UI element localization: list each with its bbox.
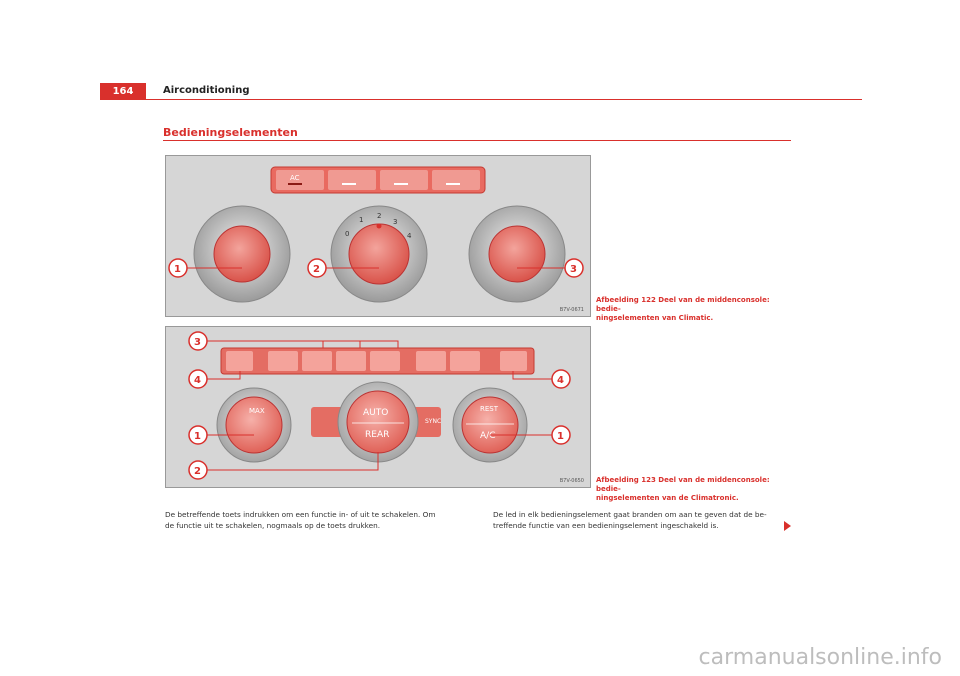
callout-3: [564, 258, 584, 278]
front-defrost-button: [380, 170, 428, 190]
continue-arrow-icon: [784, 521, 791, 531]
svg-text:3: 3: [570, 264, 577, 275]
recirculation-button: [432, 170, 480, 190]
callout-4-left: [188, 369, 208, 389]
body-paragraph-1: De betreffende toets indrukken om een fu…: [165, 510, 436, 530]
callout-4-right: [551, 369, 571, 389]
section-divider: [163, 140, 791, 141]
rear-defrost-button: [328, 170, 376, 190]
svg-text:4: 4: [194, 375, 201, 386]
body-paragraph-2: De led in elk bedieningselement gaat bra…: [493, 510, 767, 530]
svg-text:0: 0: [345, 230, 349, 238]
callout-1-right: [551, 425, 571, 445]
callout-2: [188, 460, 208, 480]
svg-text:3: 3: [194, 337, 201, 348]
svg-text:2: 2: [313, 264, 320, 275]
climatic-panel-illustration: AC 0 1 2 3 4 1 2 3: [168, 166, 584, 303]
figure-climatic: AC 0 1 2 3 4 1 2 3 B7V-0671: [165, 155, 591, 317]
svg-text:SYNC: SYNC: [425, 418, 441, 425]
svg-text:A/C: A/C: [480, 431, 495, 441]
ac-button: [276, 170, 324, 190]
svg-text:3: 3: [393, 218, 397, 226]
svg-text:2: 2: [377, 212, 381, 220]
svg-text:REAR: REAR: [365, 430, 389, 440]
watermark: carmanualsonline.info: [698, 645, 942, 670]
svg-text:1: 1: [194, 431, 201, 442]
svg-text:4: 4: [407, 232, 412, 240]
svg-text:4: 4: [557, 375, 564, 386]
header-divider: [100, 99, 862, 100]
svg-text:REST: REST: [480, 405, 499, 413]
callout-1: [168, 258, 188, 278]
page-number: 164: [100, 83, 146, 100]
figure-caption-122: Afbeelding 122 Deel van de middenconsole…: [596, 296, 770, 322]
climatronic-panel-illustration: MAX AUTO REAR SYNC REST A/C 3 4 1 2 4 1: [188, 331, 571, 480]
callout-1-left: [188, 425, 208, 445]
temp-sync-right-button: [500, 351, 527, 371]
header-title: Airconditioning: [163, 85, 250, 96]
temp-sync-left-button: [226, 351, 253, 371]
svg-text:MAX: MAX: [249, 407, 265, 415]
figure-caption-123: Afbeelding 123 Deel van de middenconsole…: [596, 476, 770, 502]
svg-text:1: 1: [557, 431, 564, 442]
callout-3: [188, 331, 208, 351]
ac-label: AC: [290, 174, 300, 182]
svg-text:1: 1: [174, 264, 181, 275]
svg-text:2: 2: [194, 466, 201, 477]
figure-climatronic: MAX AUTO REAR SYNC REST A/C 3 4 1 2 4 1 …: [165, 326, 591, 488]
callout-2: [307, 258, 327, 278]
svg-text:1: 1: [359, 216, 363, 224]
figure-code: B7V-0671: [559, 307, 584, 313]
figure-code: B7V-0650: [559, 478, 584, 484]
svg-text:AUTO: AUTO: [363, 408, 388, 418]
section-title: Bedieningselementen: [163, 126, 298, 139]
